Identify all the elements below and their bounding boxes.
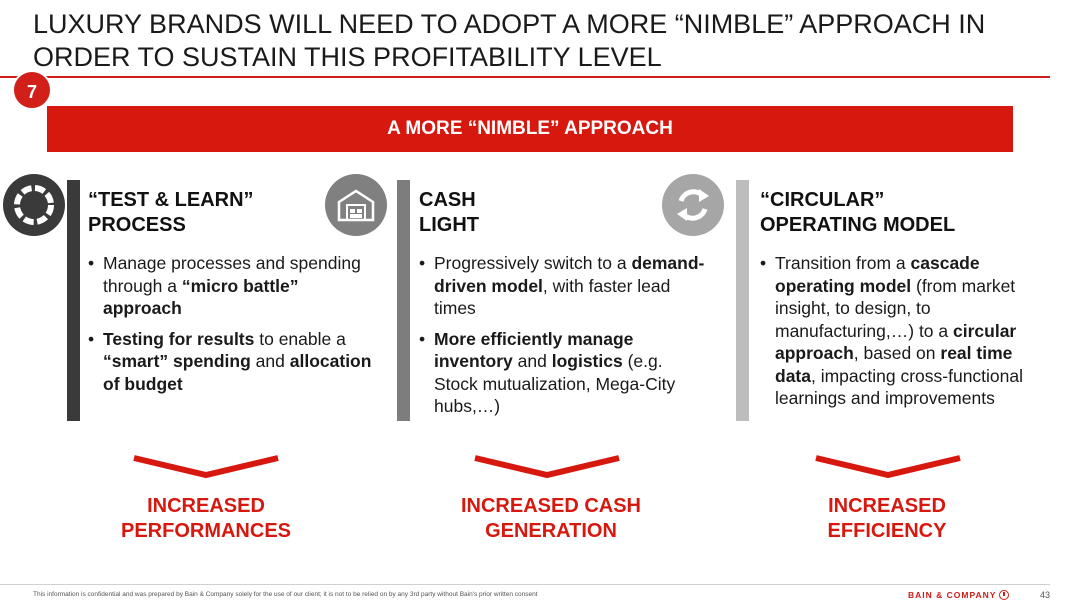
bullet-list: Transition from a cascade operating mode… [760, 252, 1050, 418]
bullet-item: Manage processes and spending through a … [88, 252, 373, 320]
confidentiality-disclaimer: This information is confidential and was… [33, 591, 538, 598]
brand-logo: BAIN & COMPANY [908, 590, 1010, 600]
column-divider-bar [736, 180, 749, 421]
chevron-down-icon [474, 455, 620, 479]
column-divider-bar [67, 180, 80, 421]
bullet-item: Progressively switch to a demand-driven … [419, 252, 709, 320]
outcome-label: INCREASED PERFORMANCES [120, 495, 291, 542]
column-heading: “CIRCULAR” OPERATING MODEL [760, 189, 956, 236]
column-heading: “TEST & LEARN” PROCESS [88, 189, 254, 236]
bullet-list: Manage processes and spending through a … [88, 252, 373, 403]
warehouse-icon [325, 174, 387, 236]
bullet-item: Transition from a cascade operating mode… [760, 252, 1050, 410]
bullet-item: Testing for results to enable a “smart” … [88, 328, 373, 396]
column-divider-bar [397, 180, 410, 421]
page-number: 43 [1040, 590, 1051, 600]
chevron-down-icon [815, 455, 961, 479]
chevron-down-icon [133, 455, 279, 479]
column-heading: CASH LIGHT [419, 189, 479, 236]
bullet-list: Progressively switch to a demand-driven … [419, 252, 709, 426]
brand-mark-icon [999, 590, 1010, 600]
footer-divider [0, 584, 1050, 585]
cycle-icon [3, 174, 65, 236]
bullet-item: More efficiently manage inventory and lo… [419, 328, 709, 418]
outcome-label: INCREASED EFFICIENCY [827, 495, 947, 542]
slide-title: LUXURY BRANDS WILL NEED TO ADOPT A MORE … [33, 9, 986, 72]
title-divider [0, 76, 1050, 78]
approach-banner: A MORE “NIMBLE” APPROACH [47, 106, 1013, 152]
refresh-icon [662, 174, 724, 236]
outcome-label: INCREASED CASH GENERATION [460, 495, 642, 542]
slide-number-badge: 7 [12, 70, 52, 110]
